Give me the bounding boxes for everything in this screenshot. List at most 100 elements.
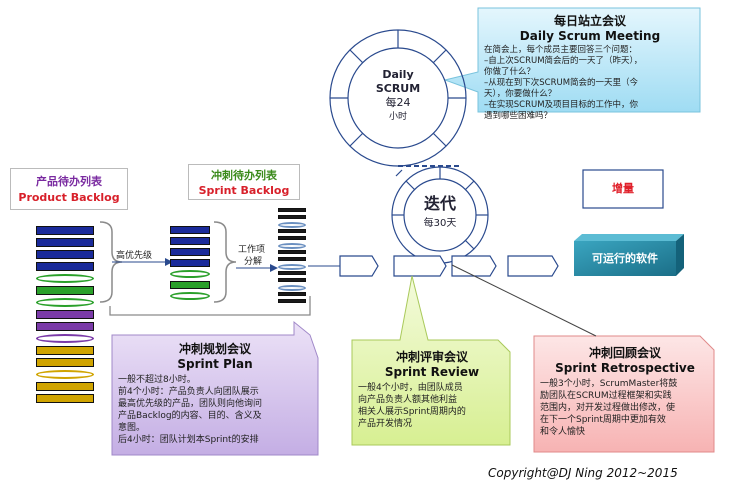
backlog-item-bar [278,299,306,303]
sprint-backlog-title-cn: 冲刺待办列表 [211,169,277,182]
sprint-review-body: 一般4个小时，由团队成员向产品负责人额其他利益相关人展示Sprint周期内的产品… [358,382,506,430]
backlog-item-bar [278,243,306,249]
backlog-item-bar [36,370,94,379]
flow-arrows [339,255,559,277]
daily-meeting-title-en: Daily Scrum Meeting [519,29,661,43]
backlog-item-bar [36,346,94,355]
backlog-item-bar [36,238,94,247]
backlog-item-bar [36,298,94,307]
sprint-backlog-title-en: Sprint Backlog [198,184,290,197]
daily-meeting-title-cn: 每日站立会议 [553,14,626,28]
software-box [574,234,684,276]
sprint-retro-text: 冲刺回顾会议 Sprint Retrospective 一般3个小时，Scrum… [540,344,710,438]
iteration-title: 迭代 [423,194,456,213]
backlog-item-bar [36,394,94,403]
backlog-item-bar [278,264,306,270]
sprint-review-line: 相关人展示Sprint周期内的 [358,407,466,417]
sprint-plan-body: 一般不超过8小时。前4个小时：产品负责人向团队展示最高优先级的产品，团队则向他询… [118,374,312,446]
plan-loop-line [109,296,311,316]
sprint-plan-title-cn: 冲刺规划会议 [178,342,251,356]
sprint-plan-line: 一般不超过8小时。 [118,375,196,385]
backlog-item-bar [36,262,94,271]
backlog-item-bar [36,286,94,295]
backlog-item-bar [36,334,94,343]
sprint-review-line: 向产品负责人额其他利益 [358,395,458,405]
sprint-retro-title-en: Sprint Retrospective [555,361,695,375]
daily-scrum-line1: Daily [382,68,414,81]
sprint-retro-title-cn: 冲刺回顾会议 [588,346,661,360]
sprint-review-text: 冲刺评审会议 Sprint Review 一般4个小时，由团队成员向产品负责人额… [358,348,506,430]
sprint-plan-line: 产品Backlog的内容、目的、含义及 [118,411,262,421]
product-backlog-title-cn: 产品待办列表 [36,175,102,188]
backlog-item-bar [170,270,210,278]
product-backlog-title: 产品待办列表 Product Backlog [10,168,128,210]
decompose-label: 分解 [244,257,263,267]
daily-meeting-line: –在实现SCRUM及项目目标的工作中，你 [484,100,639,110]
backlog-item-bar [36,382,94,391]
backlog-item-bar [170,292,210,300]
iteration-label: 迭代 每30天 [408,190,472,229]
backlog-item-bar [170,226,210,234]
work-item-label: 工作项 [238,245,266,255]
sprint-review-title-cn: 冲刺评审会议 [395,350,468,364]
high-priority-label: 高优先级 [116,251,153,261]
increment-label: 增量 [612,182,634,195]
backlog-item-bar [278,229,306,233]
sprint-plan-callout [111,320,319,456]
sprint-backlog-brace [213,221,237,303]
copyright: Copyright@DJ Ning 2012~2015 [488,466,678,480]
backlog-item-bar [278,236,306,240]
backlog-item-bar [170,281,210,289]
backlog-item-bar [170,237,210,245]
daily-meeting-callout [443,7,701,113]
sprint-plan-line: 后4小时：团队计划本Sprint的安排 [118,435,259,445]
sprint-plan-line: 最高优先级的产品，团队则向他询问 [118,399,263,409]
sprint-retro-callout [533,335,715,453]
daily-meeting-line: 天），你要做什么？ [484,89,557,99]
daily-meeting-text: 每日站立会议 Daily Scrum Meeting 在简会上，每个成员主要回答… [484,12,696,122]
daily-scrum-line2: SCRUM [375,82,421,95]
sprint-backlog-stack [170,226,210,306]
daily-meeting-line: 遇到哪些困难吗？ [484,111,553,121]
sprint-plan-line: 前4个小时：产品负责人向团队展示 [118,387,259,397]
backlog-item-bar [278,285,306,291]
sprint-retro-line: 励团队在SCRUM过程框架和实践 [540,391,672,401]
backlog-item-bar [278,215,306,219]
priority-arrowhead [165,258,173,266]
backlog-item-bar [170,248,210,256]
backlog-item-bar [278,292,306,296]
decompose-arrowhead [270,264,278,272]
retro-pointer-line [451,264,597,337]
increment-box [582,169,664,209]
backlog-item-bar [278,222,306,228]
sprint-retro-line: 和令人愉快 [540,427,586,437]
daily-scrum-line4: 小时 [388,112,407,122]
backlog-item-bar [170,259,210,267]
daily-meeting-line: 你做了什么？ [484,67,536,77]
backlog-item-bar [36,322,94,331]
sprint-retro-line: 范围内，对开发过程做出修改，使 [540,403,676,413]
backlog-item-bar [278,278,306,282]
backlog-item-bar [36,274,94,283]
backlog-item-bar [278,208,306,212]
iteration-ring [391,166,489,264]
software-label: 可运行的软件 [592,252,658,265]
daily-ring-segment-dividers [330,30,466,147]
sprint-plan-text: 冲刺规划会议 Sprint Plan 一般不超过8小时。前4个小时：产品负责人向… [118,340,312,446]
sprint-plan-line: 意图。 [118,423,146,433]
sprint-review-callout [351,275,511,446]
daily-meeting-body: 在简会上，每个成员主要回答三个问题：–自上次SCRUM简会后的一天了（昨天），你… [484,45,696,122]
sprint-retro-line: 一般3个小时，ScrumMaster将鼓 [540,379,678,389]
iteration-sub: 每30天 [423,218,457,229]
sprint-retro-body: 一般3个小时，ScrumMaster将鼓励团队在SCRUM过程框架和实践范围内，… [540,378,710,438]
daily-scrum-line3: 每24 [385,96,411,109]
backlog-item-bar [278,271,306,275]
ring-link-dashed [395,169,403,177]
sprint-review-line: 产品开发情况 [358,419,413,429]
backlog-item-bar [36,358,94,367]
product-backlog-title-en: Product Backlog [18,191,120,204]
sprint-retro-line: 在下一个Sprint周期中更加有效 [540,415,666,425]
sprint-plan-title-en: Sprint Plan [177,357,253,371]
backlog-item-bar [278,257,306,261]
